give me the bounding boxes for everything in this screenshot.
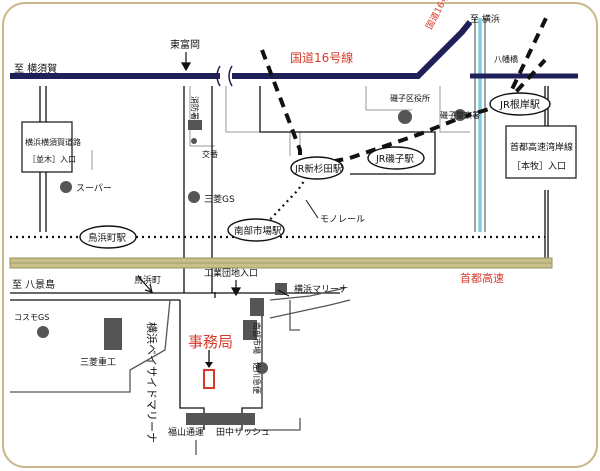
torihamacho-station [79,225,137,249]
buildings [37,109,466,425]
isogo-police-marker [454,109,466,121]
torihamacho-label: 鳥浜町 [134,274,161,286]
road-break [216,65,221,87]
honmoku-exit-label: ［本牧］入口 [512,160,566,172]
route16-label: 国道16号線 [290,50,353,65]
jr-shinsugita-station [290,156,344,180]
nanbu-ichiba-block [243,320,257,340]
fukuyama-block [186,413,218,425]
tanaka-block [213,413,255,425]
supermarket-marker [60,181,72,193]
isogo-police-label: 磯子警察署 [440,110,480,120]
kogyodanchi-label: 工業団地入口 [204,267,258,279]
mitsubishi-gs-marker [188,191,200,203]
koban-label: 交番 [202,149,218,159]
sagawa-marker [256,362,268,374]
shutoko-highway-label: 首都高速 [460,271,504,285]
cosmo-gs-marker [37,326,49,338]
nanbushijo-station-label: 南部市場駅 [234,225,282,237]
nanbu-ichiba-label: 南部市場 [252,322,262,354]
land-blocks [91,86,470,170]
yokosuka-road-box [21,121,73,173]
marina-east-block [275,283,287,295]
isogo-ward-office-label: 磯子区役所 [390,93,430,103]
supermarket-label: スーパー [76,183,112,194]
tanaka-label: 田中サッシュ [216,426,270,438]
honmoku-exit-box [505,125,577,179]
mitsubishi-gs-label: 三菱GS [204,193,235,205]
mitsubishi-heavy-label: 三菱重工 [80,356,116,368]
isogo-ward-office-marker [398,110,412,124]
bayside-marina-label: 横浜ベイサイドマリーナ [145,322,159,443]
higashi-tomioka-label: 東富岡 [170,38,200,51]
fire-station-marker [188,120,202,130]
road-break [228,65,233,87]
office-label: 事務局 [188,333,233,351]
yokohama-yokosuka-road-label: 横浜横須賀道路 [25,137,81,147]
jr-shinsugita-label: JR新杉田駅 [294,163,343,175]
to-hakkeijima-label: 至 八景島 [12,278,55,291]
cosmo-gs-label: コスモGS [14,313,49,322]
yagi-bridge-label: 八幡橋 [494,54,518,64]
yokohama-marina-label: 横浜マリーナ [294,283,348,295]
jr-isogo-label: JR磯子駅 [375,153,414,165]
office-arrow-head [205,362,213,368]
to-yokohama-label: 至 横浜 [470,13,500,25]
torihamacho-station-label: 鳥浜町駅 [88,232,127,244]
route16-road [232,20,473,79]
stations [79,92,551,249]
sagawa-label: 佐川急便 [252,362,262,394]
jr-negishi-station [489,92,551,116]
seaside-line [10,177,545,239]
marina-block [250,298,264,316]
mitsubishi-heavy-block [104,318,122,350]
monorail-leader [305,199,319,219]
arrows [137,52,290,297]
monorail-label: モノレール [320,215,365,225]
koban-marker [191,138,197,144]
jr-isogo-station [367,146,425,170]
fire-station-label: 消防署 [190,96,200,120]
to-yokosuka-label: 至 横須賀 [14,62,57,75]
shutoko-honmoku-label: 首都高速湾岸線 [510,141,573,153]
jr-negishi-label: JR根岸駅 [499,98,540,111]
office-marker [203,369,215,389]
nanbushijo-station [227,218,285,242]
namiki-exit-label: ［並木］入口 [28,154,76,164]
fukuyama-label: 福山通運 [168,426,204,438]
